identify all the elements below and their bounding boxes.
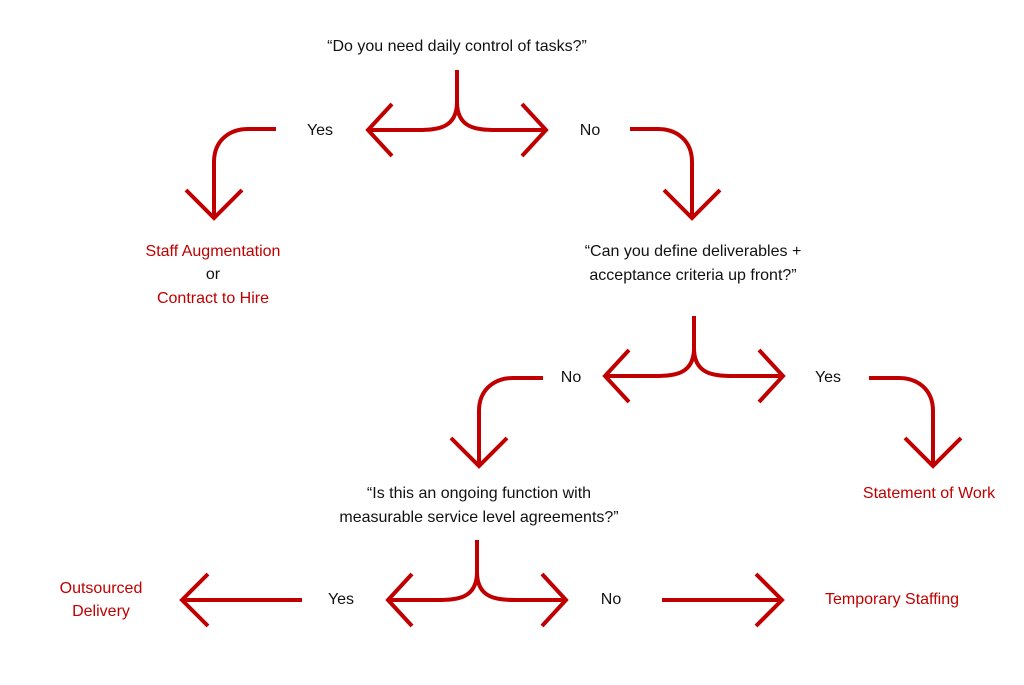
q3-yes-straight-arrowhead (179, 572, 210, 628)
q2-yes-curve-arrowhead (903, 436, 963, 469)
q2-yes-label: Yes (814, 369, 842, 386)
q2-yes-curve-arrow (869, 376, 935, 466)
q2-yes-arrowhead (757, 348, 786, 404)
q1-no-arrowhead (520, 102, 549, 158)
q3-fork-connector-right (475, 571, 566, 602)
q1-no-label: No (579, 122, 601, 139)
outcome-outsourced-line-2: Delivery (72, 603, 130, 620)
q2-no-curve-arrowhead (449, 436, 509, 469)
outcome-or-text: or (205, 266, 221, 283)
q1-yes-curve-arrow (212, 127, 276, 218)
q2-no-arrowhead (602, 348, 631, 404)
question-2-line-1: “Can you define deliverables + (584, 243, 802, 260)
q3-no-label: No (600, 591, 622, 608)
outcome-temporary-staffing: Temporary Staffing (825, 591, 959, 608)
question-3-line-1: “Is this an ongoing function with (366, 485, 592, 502)
q3-yes-arrowhead (385, 572, 414, 628)
q1-yes-curve-arrowhead (184, 188, 244, 221)
outcome-contract-to-hire: Contract to Hire (156, 290, 270, 307)
question-3-line-2: measurable service level agreements?” (339, 509, 619, 526)
outcome-outsourced-line-1: Outsourced (59, 580, 143, 597)
question-1: “Do you need daily control of tasks?” (327, 38, 587, 55)
q1-no-curve-arrowhead (662, 188, 722, 221)
q2-fork-connector-left (605, 316, 696, 378)
q3-no-arrowhead (540, 572, 569, 628)
q2-fork-connector-right (692, 347, 783, 378)
q3-yes-label: Yes (327, 591, 355, 608)
q1-yes-arrowhead (365, 102, 394, 158)
outcome-staff-augmentation: Staff Augmentation (145, 243, 281, 260)
q1-no-curve-arrow (630, 127, 694, 218)
q2-no-curve-arrow (477, 376, 543, 466)
q3-fork-connector-left (388, 540, 479, 602)
q3-no-straight-arrowhead (754, 572, 785, 628)
q2-no-label: No (560, 369, 582, 386)
q1-fork-connector-right (455, 101, 546, 132)
outcome-statement-of-work: Statement of Work (862, 485, 996, 502)
q1-yes-label: Yes (306, 122, 334, 139)
question-2-line-2: acceptance criteria up front?” (589, 267, 797, 284)
q1-fork-connector (368, 70, 459, 132)
